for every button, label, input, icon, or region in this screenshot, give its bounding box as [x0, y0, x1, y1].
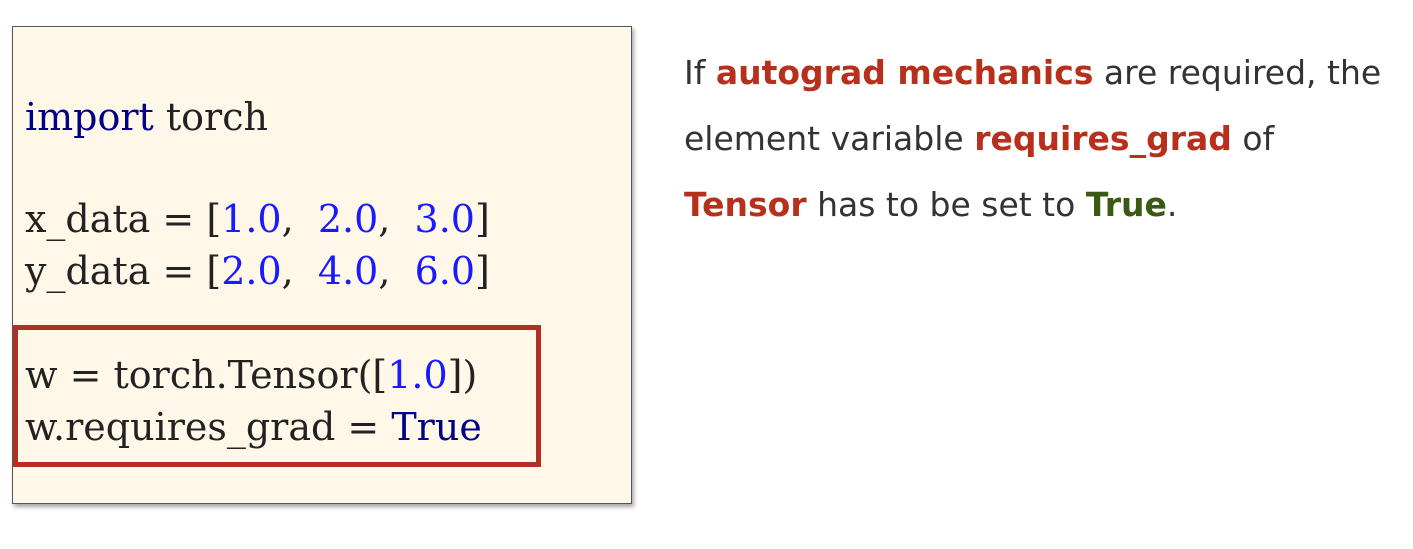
- code-keyword: import: [25, 95, 154, 139]
- desc-highlight: Tensor: [684, 185, 807, 224]
- code-keyword: True: [391, 405, 482, 449]
- code-number: 2.0: [317, 197, 379, 241]
- code-number: 1.0: [221, 197, 282, 241]
- desc-text: are required, the element variable: [684, 53, 1382, 158]
- code-text: y_data = [: [25, 249, 222, 293]
- code-text: x_data = [: [25, 197, 222, 241]
- code-panel: import torch x_data = [1.0, 2.0, 3.0] y_…: [12, 26, 632, 504]
- code-text: ,: [378, 249, 415, 293]
- code-text: ]: [474, 197, 490, 241]
- desc-text: has to be set to: [806, 185, 1086, 224]
- code-line-requires-grad: w.requires_grad = True: [25, 405, 482, 449]
- code-number: 4.0: [317, 249, 379, 293]
- desc-text: of: [1231, 119, 1275, 158]
- desc-highlight-green: True: [1085, 185, 1167, 224]
- code-text: torch: [153, 95, 268, 139]
- code-number: 2.0: [221, 249, 282, 293]
- code-line-w-tensor: w = torch.Tensor([1.0]): [25, 353, 477, 397]
- description-text: If autograd mechanics are required, the …: [684, 40, 1404, 238]
- code-text: ,: [378, 197, 415, 241]
- highlight-box: [13, 325, 541, 467]
- code-line-x-data: x_data = [1.0, 2.0, 3.0]: [25, 197, 490, 241]
- desc-highlight: requires_grad: [974, 119, 1232, 158]
- code-text: w = torch.Tensor([: [25, 353, 388, 397]
- code-text: ]: [475, 249, 490, 293]
- desc-highlight: autograd mechanics: [715, 53, 1094, 92]
- code-text: ,: [281, 197, 318, 241]
- code-text: ]): [447, 353, 478, 397]
- code-line-y-data: y_data = [2.0, 4.0, 6.0]: [25, 249, 490, 293]
- code-number: 3.0: [414, 197, 475, 241]
- desc-text: .: [1166, 185, 1178, 224]
- code-number: 1.0: [387, 353, 448, 397]
- code-text: w.requires_grad =: [25, 405, 392, 449]
- code-number: 6.0: [414, 249, 476, 293]
- code-line-import: import torch: [25, 95, 268, 139]
- desc-text: If: [684, 53, 716, 92]
- code-text: ,: [281, 249, 318, 293]
